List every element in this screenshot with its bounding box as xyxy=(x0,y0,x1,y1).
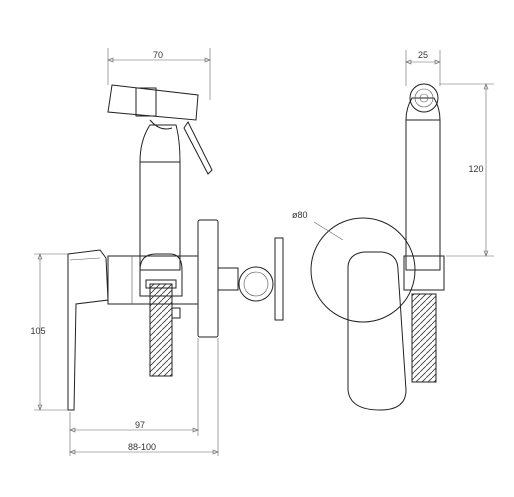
side-dimensions: 70 105 97 88-100 xyxy=(30,48,219,456)
front-lever-handle xyxy=(347,251,407,411)
side-end-plate xyxy=(274,237,284,321)
side-view xyxy=(67,84,284,411)
side-handset-head xyxy=(107,84,199,121)
side-hose-holder-ring xyxy=(238,266,274,302)
side-connector xyxy=(217,267,239,291)
front-holder xyxy=(403,255,445,291)
dim-depth-range: 88-100 xyxy=(128,442,156,452)
side-lever-handle xyxy=(67,249,109,411)
side-handset-body xyxy=(139,161,181,271)
dim-plate-diameter: ø80 xyxy=(292,210,308,220)
front-hose xyxy=(411,293,437,383)
dim-width-70: 70 xyxy=(153,50,163,60)
side-holder-hook xyxy=(139,253,183,297)
front-dimensions: 25 120 ø80 xyxy=(292,50,494,257)
dim-handset-height-120: 120 xyxy=(468,164,483,174)
front-wall-plate xyxy=(310,217,416,323)
dim-height-105: 105 xyxy=(30,326,45,336)
side-hose xyxy=(149,283,173,377)
side-wall-plate xyxy=(197,219,219,338)
side-trigger xyxy=(183,121,213,175)
front-spray-head xyxy=(409,83,439,113)
dim-depth-97: 97 xyxy=(135,420,145,430)
front-view xyxy=(310,83,445,411)
front-handset-body xyxy=(405,119,441,271)
dim-handset-width-25: 25 xyxy=(418,50,428,60)
